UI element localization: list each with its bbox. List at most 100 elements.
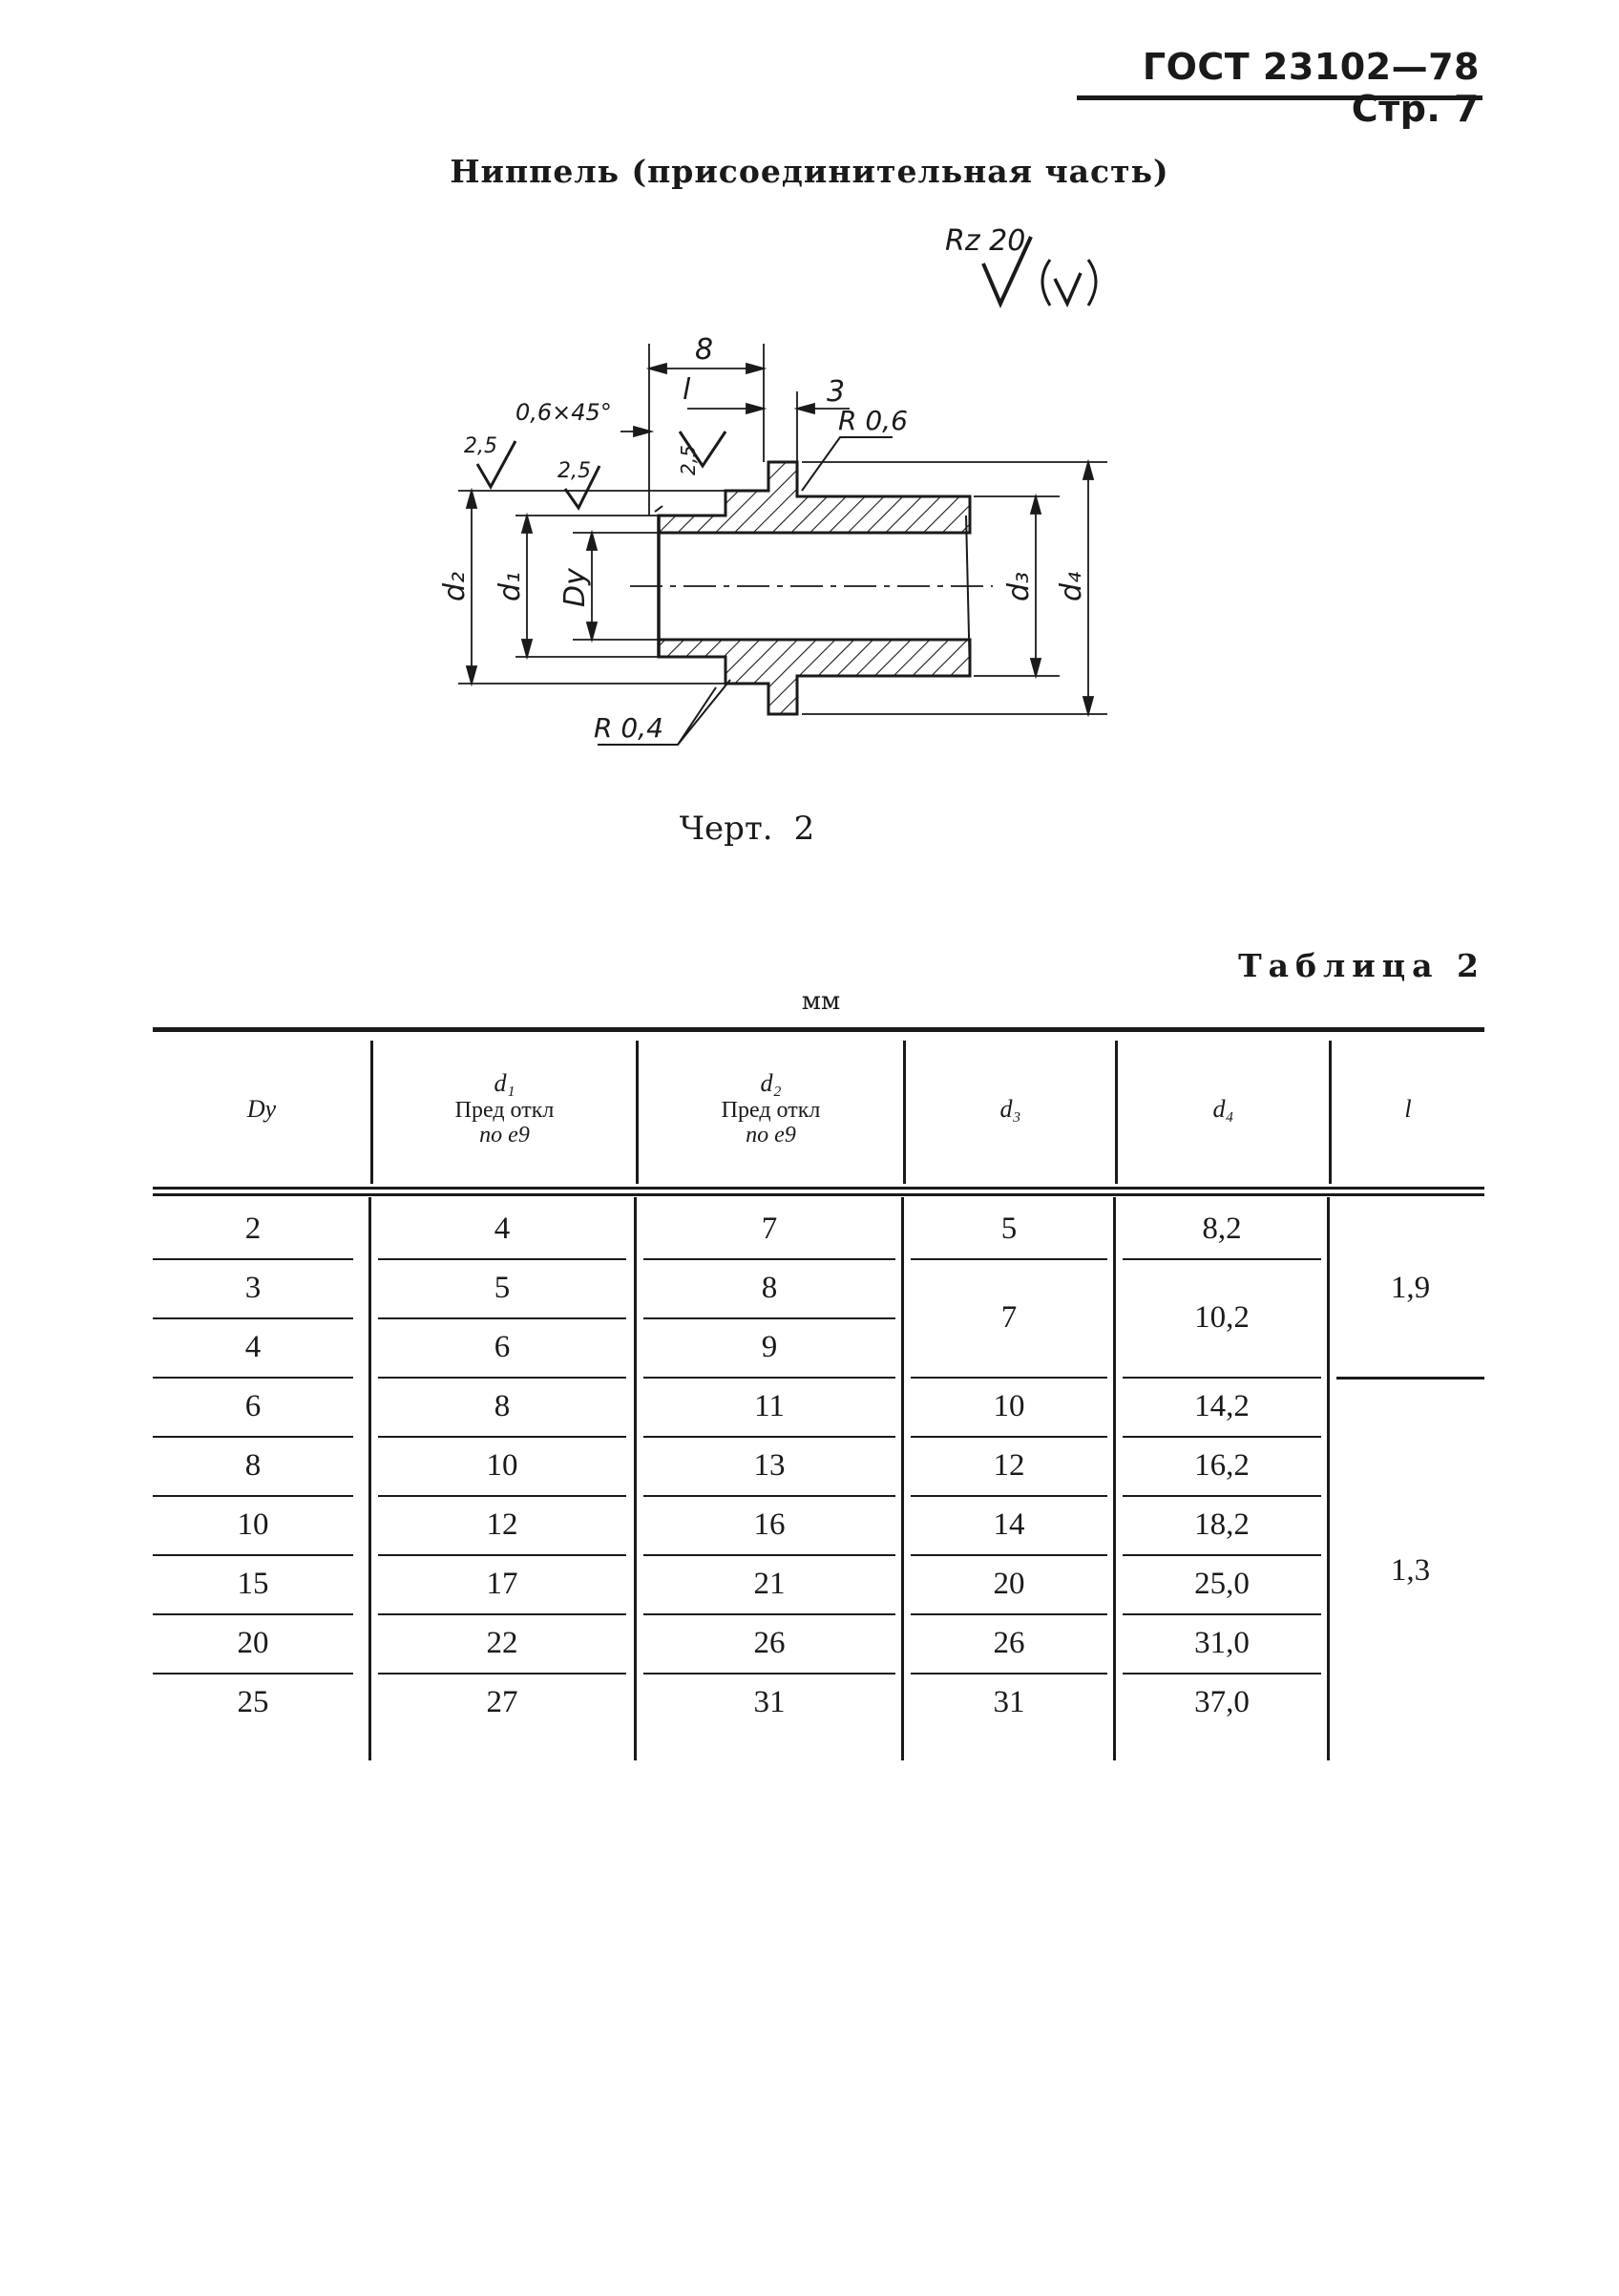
header-dy-symbol: Dу bbox=[246, 1094, 277, 1123]
table-cell-dy: 8 bbox=[244, 1447, 262, 1483]
table-cell-d2: 9 bbox=[761, 1329, 778, 1364]
column-separator bbox=[634, 1197, 637, 1760]
roughness-face-label: 2,5 bbox=[557, 459, 591, 483]
caption-prefix: Черт. bbox=[679, 810, 773, 848]
table-cell-d4: 14,2 bbox=[1194, 1388, 1250, 1423]
table-cell-d2: 21 bbox=[753, 1566, 786, 1601]
header-separator bbox=[903, 1041, 906, 1184]
table-cell-d1: 17 bbox=[486, 1566, 518, 1601]
label-dy: Dу bbox=[558, 567, 592, 607]
roughness-overall-label: Rz 20 bbox=[945, 224, 1025, 258]
table-cell-d3: 12 bbox=[993, 1447, 1025, 1483]
table-cell-d1: 5 bbox=[494, 1270, 511, 1305]
table-cell-dy: 20 bbox=[237, 1625, 269, 1660]
header-d2: d₂ Пред откл по е9 bbox=[639, 1032, 903, 1187]
table-cell-d3: 26 bbox=[993, 1625, 1025, 1660]
table-cell-d1: 6 bbox=[494, 1329, 511, 1364]
column-separator bbox=[368, 1197, 371, 1760]
header-d4: d₄ bbox=[1118, 1032, 1329, 1187]
header-d1-line1: Пред откл bbox=[454, 1097, 555, 1123]
table-cell-d4: 8,2 bbox=[1202, 1211, 1242, 1246]
table-cell-d2: 31 bbox=[753, 1684, 786, 1719]
header-separator bbox=[370, 1041, 373, 1184]
header-dy: Dу bbox=[153, 1032, 370, 1187]
header-d2-line1: Пред откл bbox=[721, 1097, 821, 1123]
header-d1-symbol: d₁ bbox=[494, 1069, 515, 1098]
header-separator bbox=[1115, 1041, 1118, 1184]
label-d1: d₁ bbox=[494, 572, 527, 601]
label-d2: d₂ bbox=[438, 572, 472, 601]
header-d3-symbol: d₃ bbox=[999, 1094, 1021, 1123]
header-d1: d₁ Пред откл по е9 bbox=[373, 1032, 636, 1187]
column-separator bbox=[1327, 1197, 1330, 1760]
header-d3: d₃ bbox=[906, 1032, 1115, 1187]
table-cell-d3: 20 bbox=[993, 1566, 1025, 1601]
table-cell-d4: 18,2 bbox=[1194, 1506, 1250, 1542]
page-header: ГОСТ 23102—78 Стр. 7 bbox=[1142, 46, 1480, 130]
table-cell-d2: 13 bbox=[753, 1447, 786, 1483]
dim-l: l bbox=[683, 373, 691, 407]
table-cell-dy: 2 bbox=[244, 1211, 262, 1246]
roughness-small-marks bbox=[475, 431, 727, 511]
table-cell-d3: 31 bbox=[993, 1684, 1025, 1719]
header-d4-symbol: d₄ bbox=[1212, 1094, 1234, 1123]
header-l-symbol: l bbox=[1404, 1094, 1412, 1123]
extension-lines bbox=[458, 344, 1107, 715]
table-cell-dy: 10 bbox=[237, 1506, 269, 1542]
nipple-drawing: Rz 20 bbox=[438, 224, 1107, 746]
table-cell-dy: 15 bbox=[237, 1566, 269, 1601]
table-units: мм bbox=[801, 987, 841, 1016]
caption-number: 2 bbox=[793, 810, 815, 848]
table-cell-d3: 5 bbox=[1000, 1211, 1018, 1246]
table-label: Таблица 2 bbox=[1238, 947, 1485, 984]
dim-3: 3 bbox=[827, 375, 845, 409]
table-cell-dy: 6 bbox=[244, 1388, 262, 1423]
header-d2-line2: по е9 bbox=[746, 1123, 796, 1148]
header-d2-symbol: d₂ bbox=[760, 1069, 782, 1098]
chamfer-label: 0,6×45° bbox=[515, 399, 612, 426]
table-cell-d1: 10 bbox=[486, 1447, 518, 1483]
radius-bottom-label: R 0,4 bbox=[594, 712, 663, 744]
dimension-lines bbox=[465, 362, 1095, 718]
header-l: l bbox=[1332, 1032, 1484, 1187]
table-cell-d1: 4 bbox=[494, 1211, 511, 1246]
table-cell-d4: 25,0 bbox=[1194, 1566, 1250, 1601]
table-cell-d4: 31,0 bbox=[1194, 1625, 1250, 1660]
part-title: Ниппель (присоединительная часть) bbox=[450, 153, 1169, 190]
table-cell-d2: 7 bbox=[761, 1211, 778, 1246]
header-separator bbox=[1329, 1041, 1332, 1184]
label-d4: d₄ bbox=[1055, 572, 1088, 601]
table-cell-d4: 10,2 bbox=[1194, 1299, 1250, 1335]
table-cell-d3: 14 bbox=[993, 1506, 1025, 1542]
column-separator bbox=[1113, 1197, 1116, 1760]
table-cell-dy: 3 bbox=[244, 1270, 262, 1305]
table-cell-dy: 4 bbox=[244, 1329, 262, 1364]
table-cell-d1: 22 bbox=[486, 1625, 518, 1660]
table-cell-l: 1,9 bbox=[1390, 1270, 1431, 1305]
roughness-outer-label: 2,5 bbox=[464, 434, 497, 458]
header-d1-line2: по е9 bbox=[479, 1123, 530, 1148]
table-cell-d1: 12 bbox=[486, 1506, 518, 1542]
dim-length-total: 8 bbox=[695, 333, 713, 367]
table-cell-d3: 10 bbox=[993, 1388, 1025, 1423]
table-cell-d1: 27 bbox=[486, 1684, 518, 1719]
leader-lines bbox=[598, 436, 893, 746]
dimensions-table: Dу d₁ Пред откл по е9 d₂ Пред откл по е9… bbox=[153, 1027, 1484, 1762]
header-separator bbox=[636, 1041, 639, 1184]
roughness-overall-symbol: Rz 20 bbox=[945, 224, 1098, 308]
table-cell-d2: 11 bbox=[754, 1388, 785, 1423]
header-rule bbox=[153, 1193, 1484, 1196]
radius-top-label: R 0,6 bbox=[838, 405, 908, 436]
header-rule bbox=[153, 1187, 1484, 1190]
table-top-rule bbox=[153, 1027, 1484, 1032]
table-cell-d2: 16 bbox=[753, 1506, 786, 1542]
table-cell-d4: 16,2 bbox=[1194, 1447, 1250, 1483]
column-separator bbox=[901, 1197, 904, 1760]
table-cell-d4: 37,0 bbox=[1194, 1684, 1250, 1719]
table-cell-d2: 8 bbox=[761, 1270, 778, 1305]
roughness-small-label: 2,5 bbox=[677, 445, 700, 475]
label-d3: d₃ bbox=[1002, 572, 1036, 601]
table-cell-d1: 8 bbox=[494, 1388, 511, 1423]
header-rule bbox=[1077, 95, 1482, 100]
figure-caption: Черт. 2 bbox=[0, 810, 1494, 848]
